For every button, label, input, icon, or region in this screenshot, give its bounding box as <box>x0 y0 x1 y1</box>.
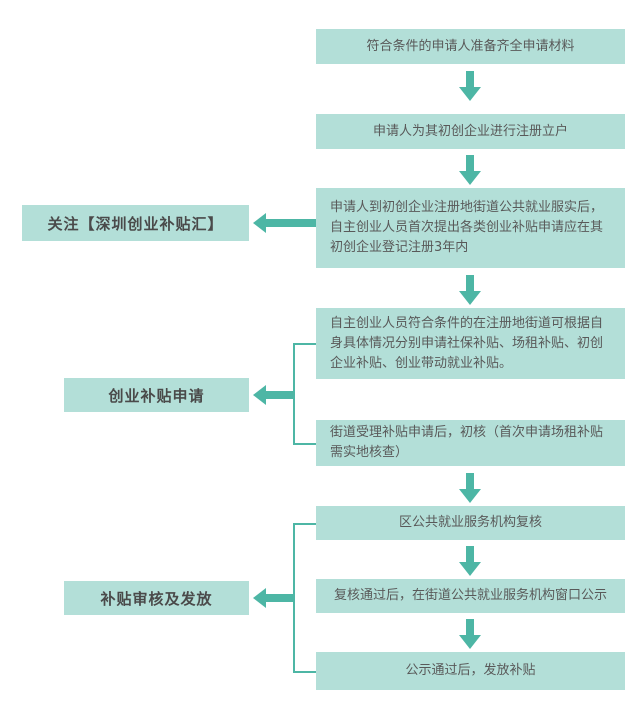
bracket-line-review-top <box>293 523 316 525</box>
down-arrow-icon-6 <box>459 619 481 649</box>
side-label-review-and-grant: 补贴审核及发放 <box>64 581 249 615</box>
bracket-line-apply-top <box>293 343 316 345</box>
arrow-shaft <box>466 619 474 636</box>
arrow-shaft <box>466 71 474 88</box>
bracket-line-review-bottom <box>293 671 316 673</box>
down-arrow-icon-1 <box>459 71 481 101</box>
bracket-line-review-vertical <box>293 523 295 673</box>
arrow-shaft <box>265 391 295 399</box>
flow-step-register-company: 申请人为其初创企业进行注册立户 <box>316 114 625 149</box>
flow-step-prepare-materials: 符合条件的申请人准备齐全申请材料 <box>316 29 625 64</box>
arrow-shaft <box>466 473 474 490</box>
arrow-shaft <box>466 155 474 172</box>
bracket-line-apply-vertical <box>293 343 295 445</box>
flow-step-street-accept-check: 街道受理补贴申请后，初核（首次申请场租补贴需实地核查） <box>316 420 625 466</box>
side-label-subsidy-application: 创业补贴申请 <box>64 378 249 412</box>
left-arrow-icon-3 <box>253 588 295 608</box>
arrow-head <box>253 385 266 405</box>
arrow-head <box>459 291 481 305</box>
left-arrow-icon-2 <box>253 385 295 405</box>
arrow-shaft <box>466 546 474 563</box>
arrow-shaft <box>466 275 474 292</box>
down-arrow-icon-2 <box>459 155 481 185</box>
flow-step-grant-subsidy: 公示通过后，发放补贴 <box>316 652 625 690</box>
arrow-head <box>253 588 266 608</box>
left-arrow-icon-1 <box>253 213 316 233</box>
flow-step-street-verify: 申请人到初创企业注册地街道公共就业服实后，自主创业人员首次提出各类创业补贴申请应… <box>316 188 625 268</box>
flow-step-public-notice: 复核通过后，在街道公共就业服务机构窗口公示 <box>316 579 625 613</box>
side-label-follow-account: 关注【深圳创业补贴汇】 <box>22 205 249 241</box>
arrow-head <box>253 213 266 233</box>
arrow-head <box>459 87 481 101</box>
arrow-shaft <box>265 594 295 602</box>
down-arrow-icon-5 <box>459 546 481 576</box>
arrow-head <box>459 489 481 503</box>
arrow-head <box>459 635 481 649</box>
bracket-line-apply-bottom <box>293 443 316 445</box>
flow-step-apply-subsidies: 自主创业人员符合条件的在注册地街道可根据自身具体情况分别申请社保补贴、场租补贴、… <box>316 308 625 379</box>
arrow-shaft <box>265 219 316 227</box>
arrow-head <box>459 562 481 576</box>
arrow-head <box>459 171 481 185</box>
down-arrow-icon-4 <box>459 473 481 503</box>
flow-step-district-review: 区公共就业服务机构复核 <box>316 506 625 540</box>
down-arrow-icon-3 <box>459 275 481 305</box>
